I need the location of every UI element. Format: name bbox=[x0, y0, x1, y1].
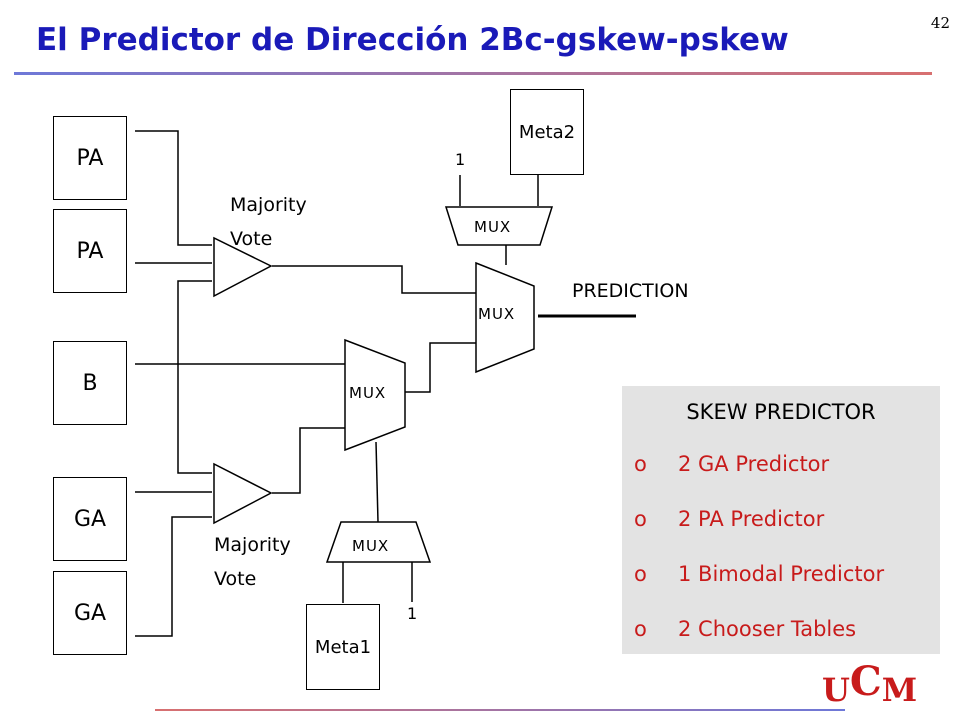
table-meta1: Meta1 bbox=[306, 604, 380, 690]
ucm-logo: UCM bbox=[822, 658, 918, 709]
mux-top-label: MUX bbox=[474, 218, 512, 236]
majority-vote-gate-bottom bbox=[213, 462, 273, 525]
majority-vote-gate-top bbox=[213, 236, 273, 298]
table-ga-1: GA bbox=[53, 477, 127, 561]
table-meta2: Meta2 bbox=[510, 89, 584, 175]
page-number: 42 bbox=[930, 14, 950, 32]
const-one-bottom: 1 bbox=[407, 604, 418, 623]
mux-final-label: MUX bbox=[478, 305, 516, 323]
title-rule bbox=[14, 72, 932, 75]
wire-ga2-vote2 bbox=[135, 516, 212, 637]
mux-middle-label: MUX bbox=[349, 384, 387, 402]
mux-top bbox=[444, 206, 554, 246]
majority-vote-bottom-label: Majority Vote bbox=[214, 534, 291, 590]
wire-vote2-mux-mid bbox=[272, 427, 345, 494]
wire-b-vote1 bbox=[177, 280, 212, 474]
wire-vote1-mux-final bbox=[272, 265, 476, 294]
wire-mux-bottom-mux-mid bbox=[375, 441, 379, 523]
table-pa-1: PA bbox=[53, 116, 127, 200]
mux-bottom bbox=[325, 521, 432, 563]
wire-pa1-vote1 bbox=[135, 130, 212, 246]
mux-final bbox=[475, 261, 535, 374]
slide-title: El Predictor de Dirección 2Bc-gskew-pske… bbox=[36, 22, 789, 58]
skew-panel-title: SKEW PREDICTOR bbox=[686, 400, 876, 424]
bottom-rule bbox=[155, 709, 845, 711]
mux-bottom-label: MUX bbox=[352, 537, 390, 555]
wire-mux-mid-mux-final bbox=[405, 342, 476, 393]
table-pa-2: PA bbox=[53, 209, 127, 293]
prediction-label: PREDICTION bbox=[572, 280, 689, 302]
const-one-top: 1 bbox=[455, 150, 466, 169]
majority-vote-top-label: Majority Vote bbox=[230, 194, 307, 250]
mux-middle bbox=[344, 338, 406, 452]
table-b: B bbox=[53, 341, 127, 425]
table-ga-2: GA bbox=[53, 571, 127, 655]
